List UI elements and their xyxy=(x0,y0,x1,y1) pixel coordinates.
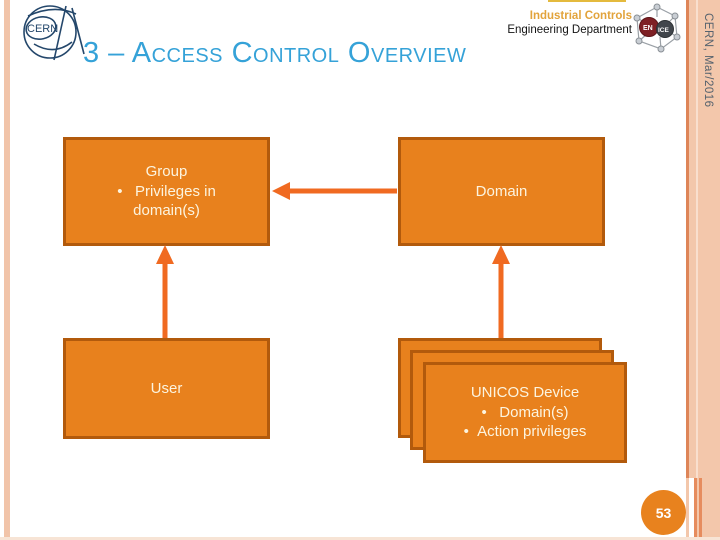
right-band-bottom-stripes xyxy=(686,478,720,540)
arrow-unicos-to-domain xyxy=(492,245,510,338)
unicos-device-box: UNICOS Device • Domain(s) • Action privi… xyxy=(423,362,627,463)
unicos-box-line1: UNICOS Device xyxy=(470,384,580,402)
domain-box-label: Domain xyxy=(475,182,528,200)
user-box-label: User xyxy=(150,379,183,397)
group-box-line2: • Privileges in xyxy=(117,182,216,200)
svg-text:ICE: ICE xyxy=(658,27,670,34)
group-box-line1: Group xyxy=(145,163,188,181)
arrow-domain-to-group xyxy=(272,182,397,200)
department-line2: Engineering Department xyxy=(507,24,632,36)
svg-text:CERN: CERN xyxy=(27,23,58,35)
cern-logo-icon: CERN xyxy=(14,2,88,64)
svg-text:EN: EN xyxy=(643,25,653,32)
top-gold-sliver xyxy=(548,0,626,2)
group-box: Group • Privileges in domain(s) xyxy=(63,137,270,246)
arrow-user-to-group xyxy=(156,245,174,338)
bottom-accent-strip xyxy=(0,537,720,540)
page-title: 3 – Access Control Overview xyxy=(83,37,467,69)
page-number-badge: 53 xyxy=(641,490,686,535)
left-accent-strip xyxy=(4,0,10,540)
unicos-box-line2: • Domain(s) xyxy=(481,403,569,421)
right-accent-band xyxy=(686,0,720,540)
group-box-line3: domain(s) xyxy=(133,202,200,220)
department-block: Industrial Controls Engineering Departme… xyxy=(507,9,632,37)
right-band-highlight xyxy=(696,0,698,540)
page-number: 53 xyxy=(655,504,672,521)
slide-date-vertical: CERN, Mar/2016 xyxy=(702,13,714,108)
unicos-box-line3: • Action privileges xyxy=(463,423,587,441)
domain-box: Domain xyxy=(398,137,605,246)
department-line1: Industrial Controls xyxy=(529,10,632,22)
right-band-rule xyxy=(686,0,689,540)
enice-logo-icon: EN ICE xyxy=(630,3,684,53)
user-box: User xyxy=(63,338,270,439)
